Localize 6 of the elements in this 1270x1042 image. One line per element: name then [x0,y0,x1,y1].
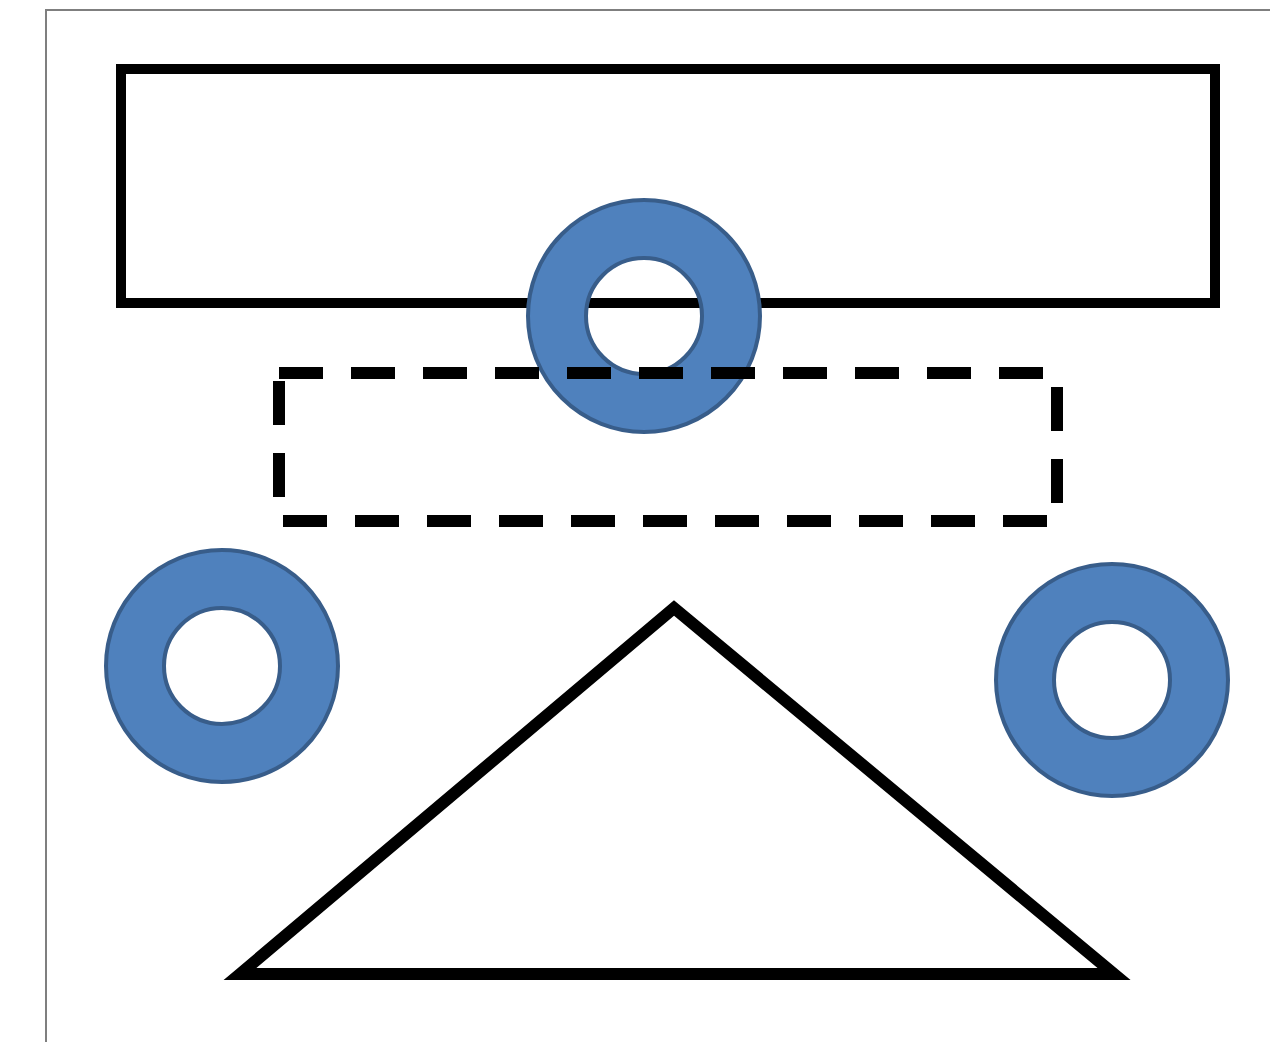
ring-shape [526,198,762,434]
triangle-outline [228,596,1126,982]
dashed-rectangle-outline [273,367,1061,525]
rectangle-outline [115,63,1219,307]
ring-shape [994,562,1230,798]
ring-shape [104,548,340,784]
